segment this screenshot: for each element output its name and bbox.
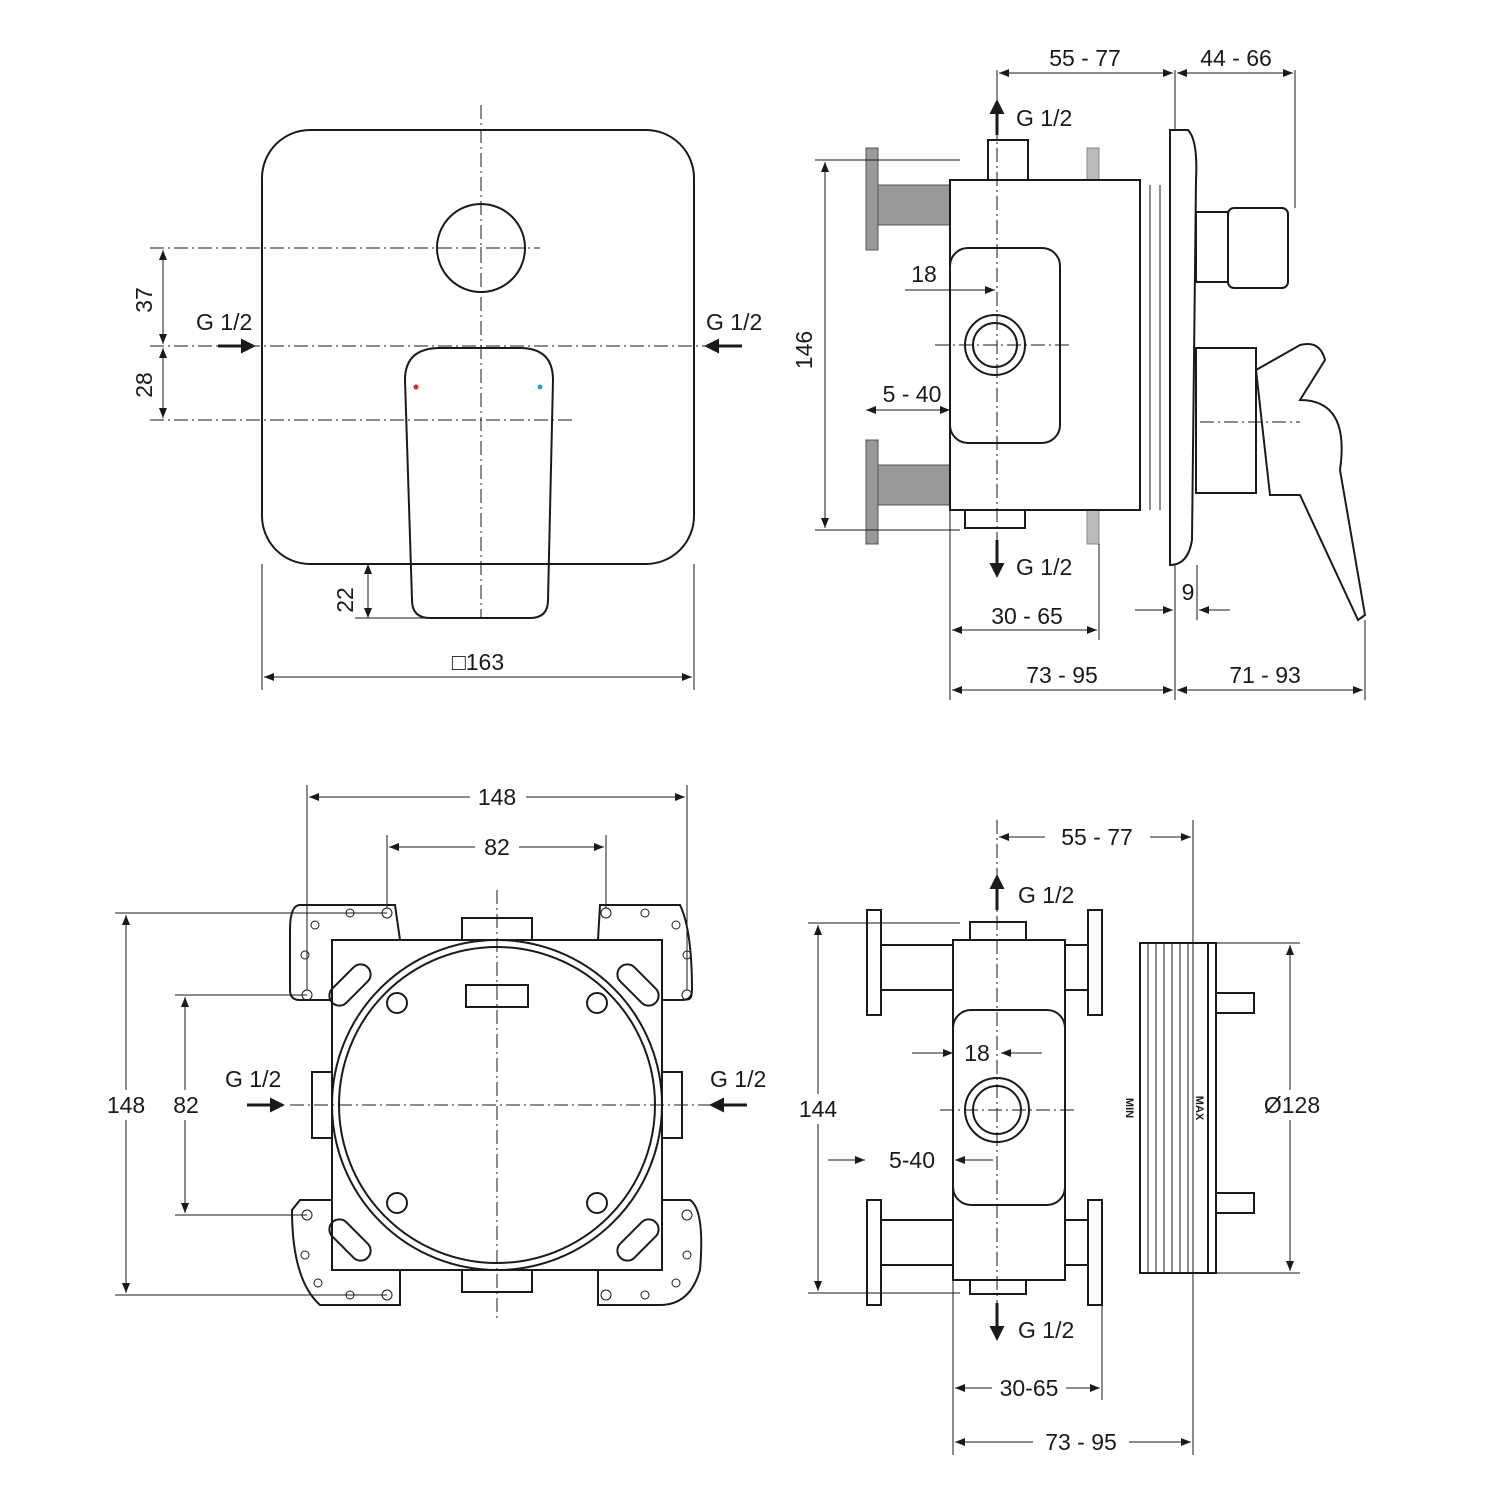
cover-plate-side [1169, 129, 1198, 567]
dim-30-65: 30 - 65 [991, 603, 1063, 629]
hot-indicator [413, 384, 419, 390]
inlet-label-left: G 1/2 [196, 309, 252, 335]
dim-44-66: 44 - 66 [1200, 45, 1272, 71]
min-label: MIN [1123, 1098, 1135, 1118]
dim-71-93: 71 - 93 [1229, 662, 1301, 688]
body-side-view: MIN MAX 55 - 77 G 1/2 18 144 5-40 Ø128 G… [798, 820, 1328, 1457]
dim-5-40: 5-40 [889, 1147, 935, 1173]
dim-30-65: 30-65 [1000, 1375, 1059, 1401]
cover-plate [261, 129, 695, 565]
dim-144: 144 [799, 1096, 838, 1122]
dim-55-77: 55 - 77 [1049, 45, 1121, 71]
diverter-button-side [1227, 207, 1289, 289]
outlet-label-bottom: G 1/2 [1018, 1317, 1074, 1343]
dim-18: 18 [911, 261, 937, 287]
dim-22: 22 [332, 587, 358, 613]
dim-37: 37 [131, 287, 157, 313]
dim-82-top: 82 [484, 834, 510, 860]
plaster-guard [1139, 942, 1209, 1274]
dim-146: 146 [791, 331, 817, 369]
cold-indicator [537, 384, 543, 390]
outlet-label-bottom: G 1/2 [1016, 554, 1072, 580]
dim-28: 28 [131, 372, 157, 398]
dim-18: 18 [964, 1040, 990, 1066]
dim-73-95: 73 - 95 [1045, 1429, 1117, 1455]
dim-55-77: 55 - 77 [1061, 824, 1133, 850]
lever-handle [403, 347, 555, 619]
side-view-assembled: 55 - 77 44 - 66 G 1/2 18 146 5 - 40 G 1/… [791, 45, 1367, 700]
outlet-label-top: G 1/2 [1016, 105, 1072, 131]
body-front-view: 148 82 148 82 G 1/2 G 1/2 [105, 780, 766, 1320]
dim-82-left: 82 [173, 1092, 199, 1118]
inlet-label-right: G 1/2 [710, 1066, 766, 1092]
max-label: MAX [1193, 1096, 1205, 1121]
lever-side [1254, 343, 1367, 622]
inlet-label-right: G 1/2 [706, 309, 762, 335]
dim-diameter-128: Ø128 [1264, 1092, 1320, 1118]
dim-163: □163 [452, 649, 504, 675]
dim-5-40: 5 - 40 [883, 381, 942, 407]
inlet-label-left: G 1/2 [225, 1066, 281, 1092]
front-view: 37 28 G 1/2 G 1/2 22 □163 [131, 105, 762, 690]
outlet-label-top: G 1/2 [1018, 882, 1074, 908]
dim-148-left: 148 [107, 1092, 145, 1118]
dim-148-top: 148 [478, 784, 516, 810]
dim-73-95: 73 - 95 [1026, 662, 1098, 688]
dim-9: 9 [1182, 579, 1195, 605]
